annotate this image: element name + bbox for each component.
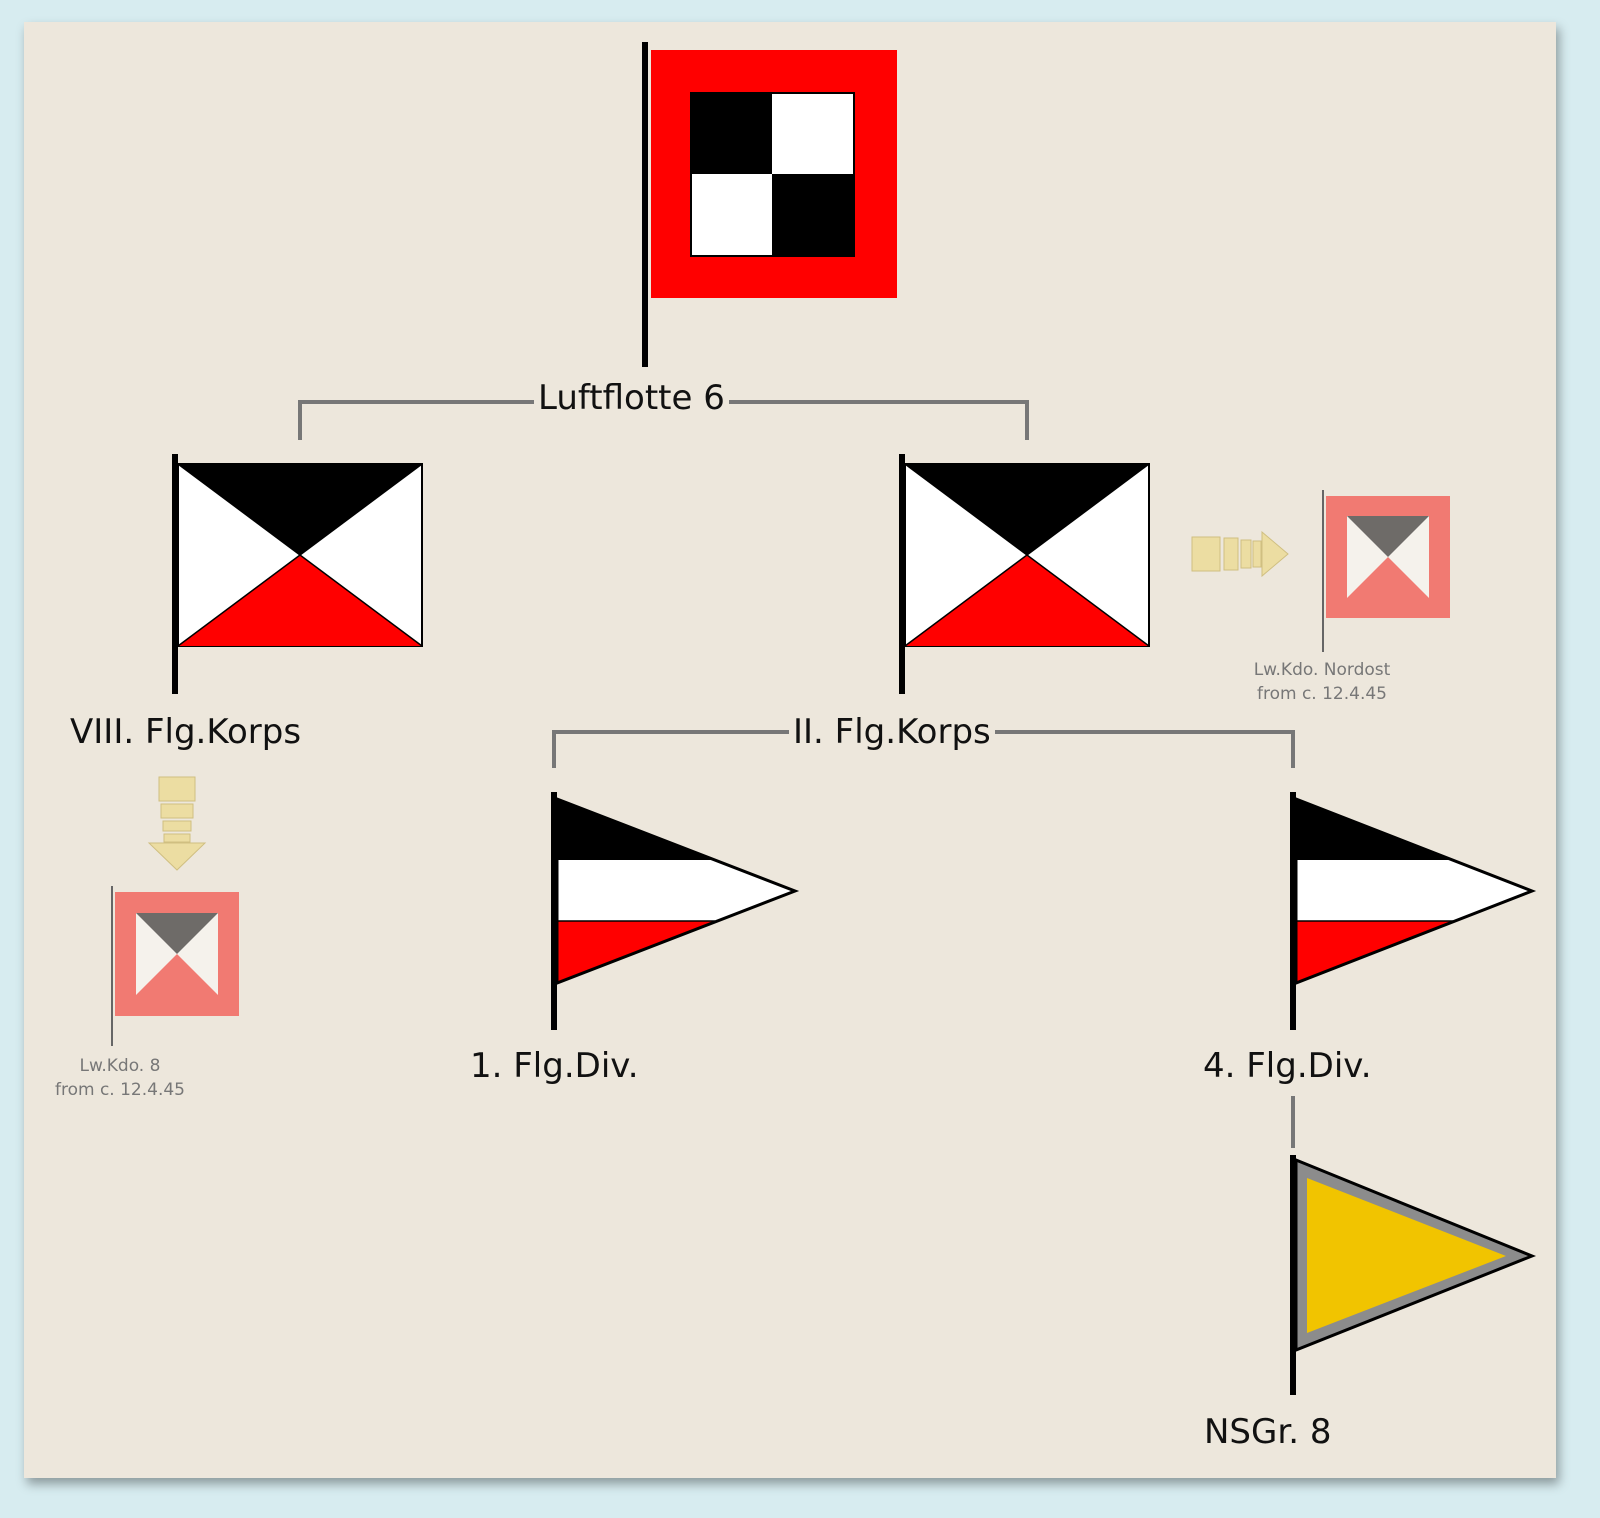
lwkdo-nordost-caption: Lw.Kdo. Nordost from c. 12.4.45 [1232, 658, 1412, 706]
arrow-down-icon [147, 776, 207, 871]
lwkdo-8-flag-icon [111, 886, 239, 1046]
div1-pennant-icon [551, 792, 800, 1030]
viii-korps-label: VIII. Flg.Korps [70, 712, 302, 752]
lwkdo-8-name: Lw.Kdo. 8 [79, 1056, 161, 1076]
luftflotte-6-label: Luftflotte 6 [534, 378, 729, 418]
ii-korps-flag-icon [899, 454, 1150, 694]
viii-korps-flag-icon [172, 454, 423, 694]
div4-label: 4. Flg.Div. [1203, 1046, 1372, 1086]
lwkdo-8-caption: Lw.Kdo. 8 from c. 12.4.45 [40, 1054, 200, 1102]
lwkdo-8-date: from c. 12.4.45 [54, 1080, 185, 1100]
lwkdo-nordost-flag-icon [1322, 490, 1450, 652]
lwkdo-nordost-name: Lw.Kdo. Nordost [1253, 660, 1391, 680]
div1-label: 1. Flg.Div. [470, 1046, 639, 1086]
ii-korps-label: II. Flg.Korps [789, 712, 995, 752]
nsgr-8-pennant-icon [1290, 1155, 1537, 1395]
luftflotte-6-flag-icon [642, 42, 897, 367]
div4-pennant-icon [1290, 792, 1537, 1030]
arrow-right-icon [1191, 530, 1289, 578]
nsgr-8-label: NSGr. 8 [1204, 1412, 1332, 1452]
lwkdo-nordost-date: from c. 12.4.45 [1256, 684, 1387, 704]
